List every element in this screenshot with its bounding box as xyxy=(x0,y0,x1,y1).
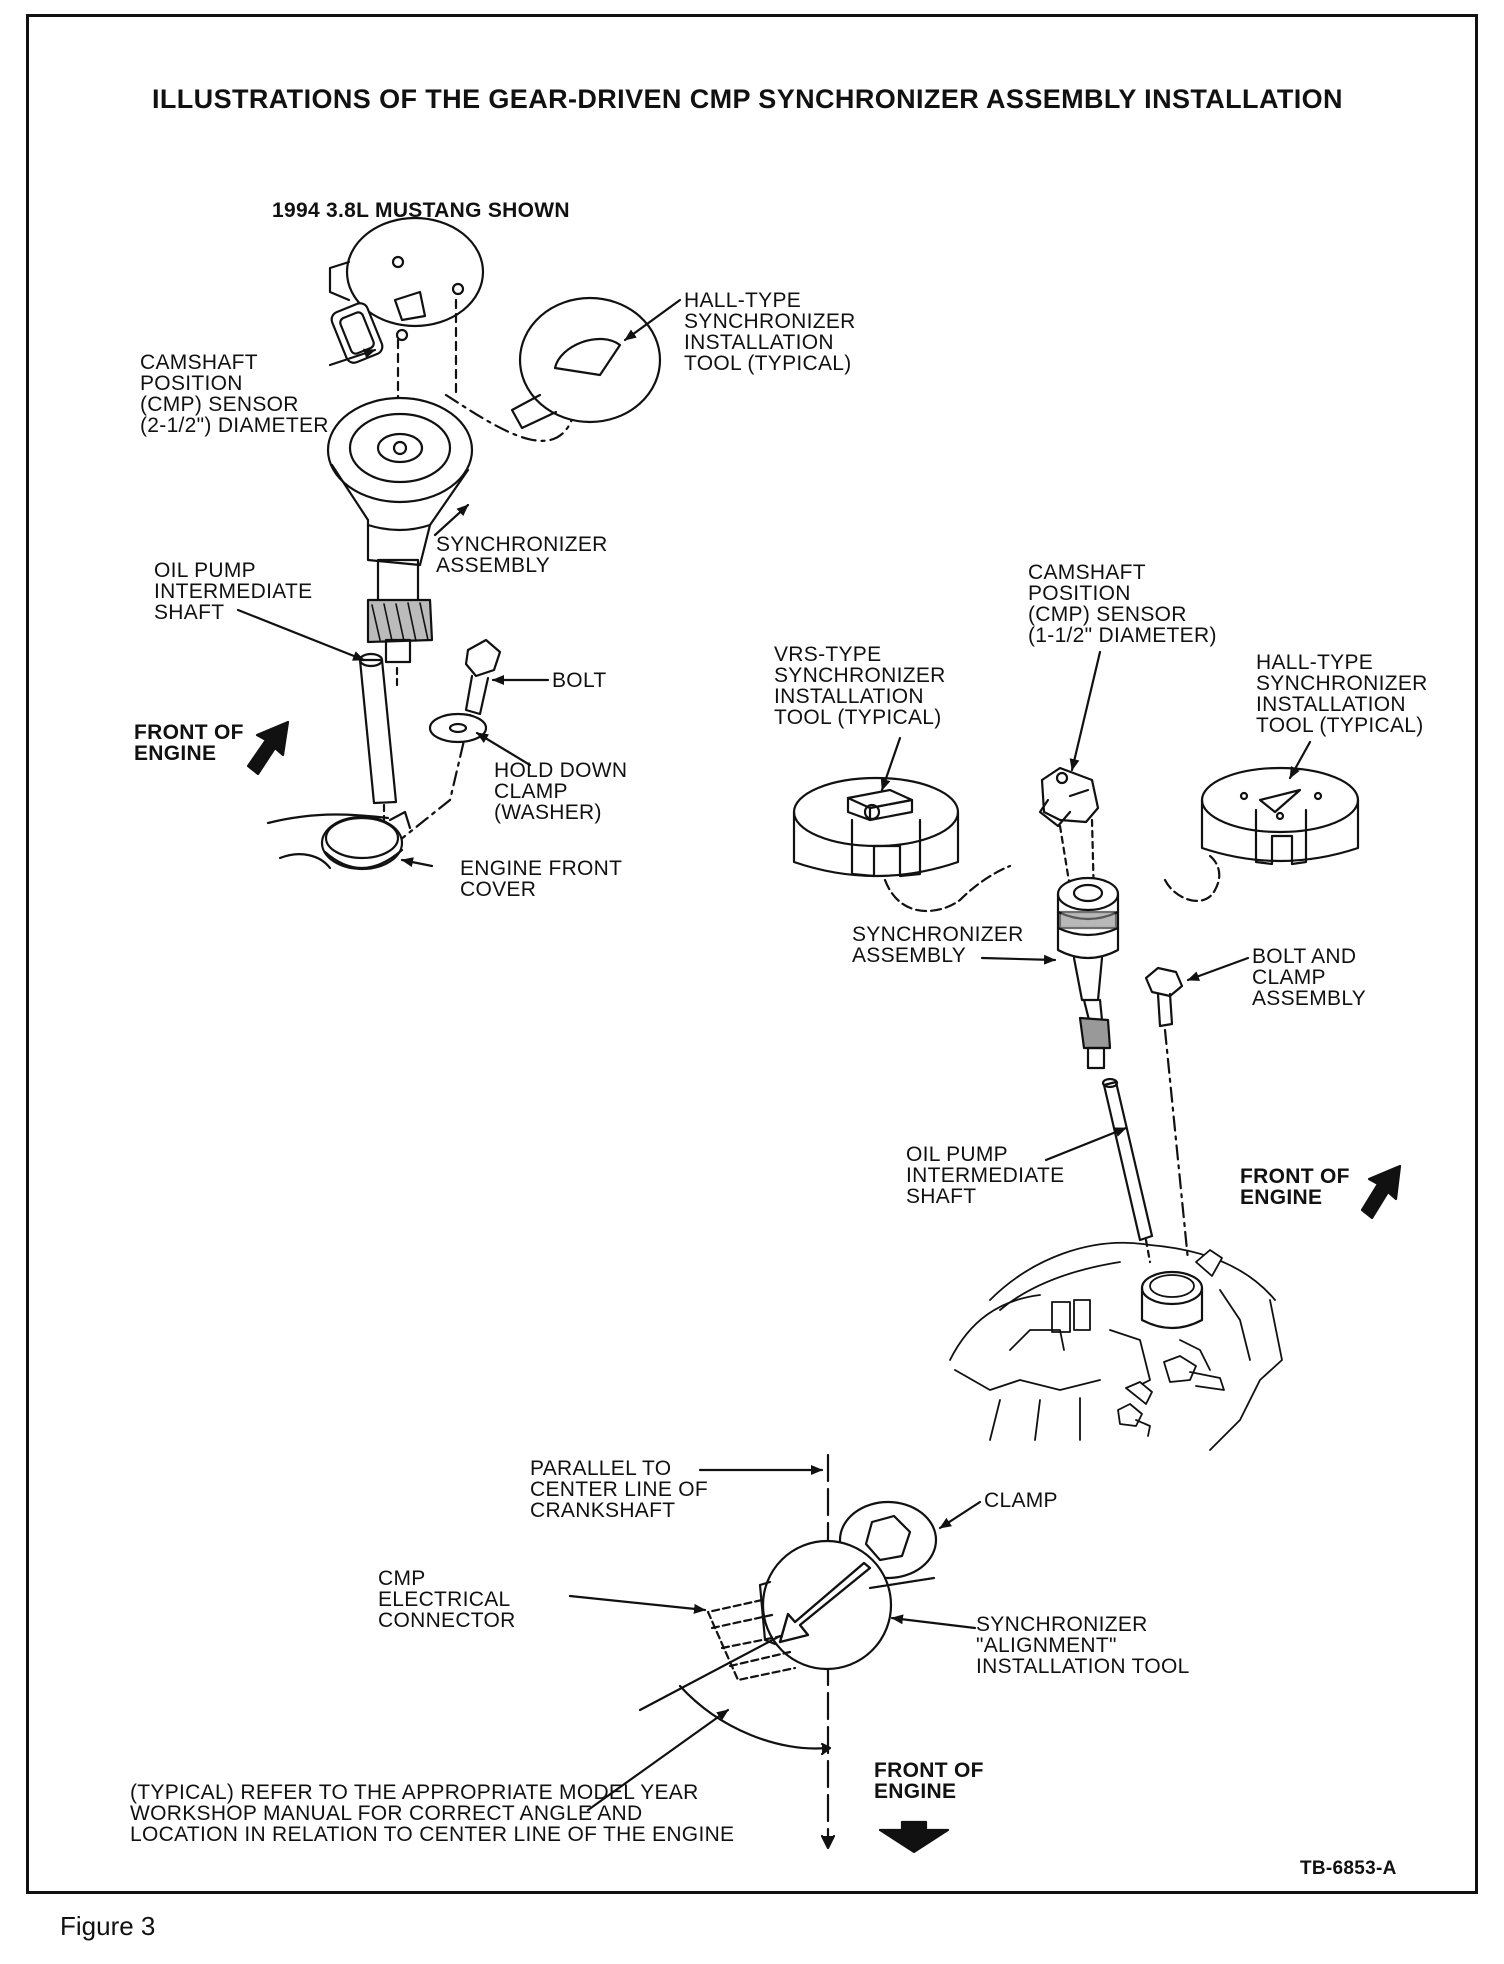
figure-frame xyxy=(26,14,1478,1894)
label-hold-down-clamp: HOLD DOWN CLAMP (WASHER) xyxy=(494,759,628,824)
oil-pump-shaft-right xyxy=(1101,1077,1154,1242)
label-engine-front-cover: ENGINE FRONT COVER xyxy=(460,857,623,901)
label-front-left: FRONT OF ENGINE xyxy=(134,721,244,765)
front-arrow-left xyxy=(246,720,290,776)
cmp-sensor-small xyxy=(1038,766,1100,828)
synchronizer-left xyxy=(326,396,474,664)
figure-caption: Figure 3 xyxy=(60,1911,156,1941)
label-alignment-tool: SYNCHRONIZER "ALIGNMENT" INSTALLATION TO… xyxy=(976,1613,1190,1678)
label-front-right: FRONT OF ENGINE xyxy=(1240,1165,1350,1209)
label-vrs-tool: VRS-TYPE SYNCHRONIZER INSTALLATION TOOL … xyxy=(774,643,946,729)
oil-pump-shaft-left xyxy=(358,652,398,805)
label-front-bottom: FRONT OF ENGINE xyxy=(874,1759,984,1803)
alignment-tool xyxy=(758,1539,893,1671)
label-cmp-connector: CMP ELECTRICAL CONNECTOR xyxy=(378,1567,516,1632)
label-cmp-sensor-large: CAMSHAFT POSITION (CMP) SENSOR (2-1/2") … xyxy=(140,351,329,437)
label-bolt-left: BOLT xyxy=(552,669,607,692)
label-oil-pump-left: OIL PUMP INTERMEDIATE SHAFT xyxy=(154,559,313,624)
vrs-tool xyxy=(792,776,960,878)
cmp-sensor-large xyxy=(328,216,485,364)
label-synchronizer-left: SYNCHRONIZER ASSEMBLY xyxy=(436,533,608,577)
front-arrow-right xyxy=(1360,1164,1402,1220)
label-oil-pump-right: OIL PUMP INTERMEDIATE SHAFT xyxy=(906,1143,1065,1208)
label-bolt-clamp-right: BOLT AND CLAMP ASSEMBLY xyxy=(1252,945,1367,1010)
engine-front-cover xyxy=(266,810,412,871)
figure-code: TB-6853-A xyxy=(1300,1858,1397,1879)
engine-block-right xyxy=(949,1241,1283,1451)
label-synchronizer-right: SYNCHRONIZER ASSEMBLY xyxy=(852,923,1024,967)
synchronizer-right xyxy=(1056,876,1120,1070)
label-hall-tool-right: HALL-TYPE SYNCHRONIZER INSTALLATION TOOL… xyxy=(1256,651,1428,737)
left-heading: 1994 3.8L MUSTANG SHOWN xyxy=(272,199,570,222)
bolt-clamp-right xyxy=(1144,966,1184,1028)
label-hall-tool-left: HALL-TYPE SYNCHRONIZER INSTALLATION TOOL… xyxy=(684,289,856,375)
page-title: ILLUSTRATIONS OF THE GEAR-DRIVEN CMP SYN… xyxy=(152,84,1343,114)
label-cmp-sensor-small: CAMSHAFT POSITION (CMP) SENSOR (1-1/2" D… xyxy=(1028,561,1217,647)
label-typical-note: (TYPICAL) REFER TO THE APPROPRIATE MODEL… xyxy=(130,1781,735,1846)
hold-down-washer xyxy=(428,712,488,744)
label-parallel: PARALLEL TO CENTER LINE OF CRANKSHAFT xyxy=(530,1457,709,1522)
hall-tool-top-left xyxy=(510,296,662,430)
front-arrow-bottom xyxy=(878,1820,950,1854)
label-clamp: CLAMP xyxy=(984,1489,1058,1512)
bolt-left xyxy=(464,638,502,716)
hall-tool-right xyxy=(1200,766,1360,866)
